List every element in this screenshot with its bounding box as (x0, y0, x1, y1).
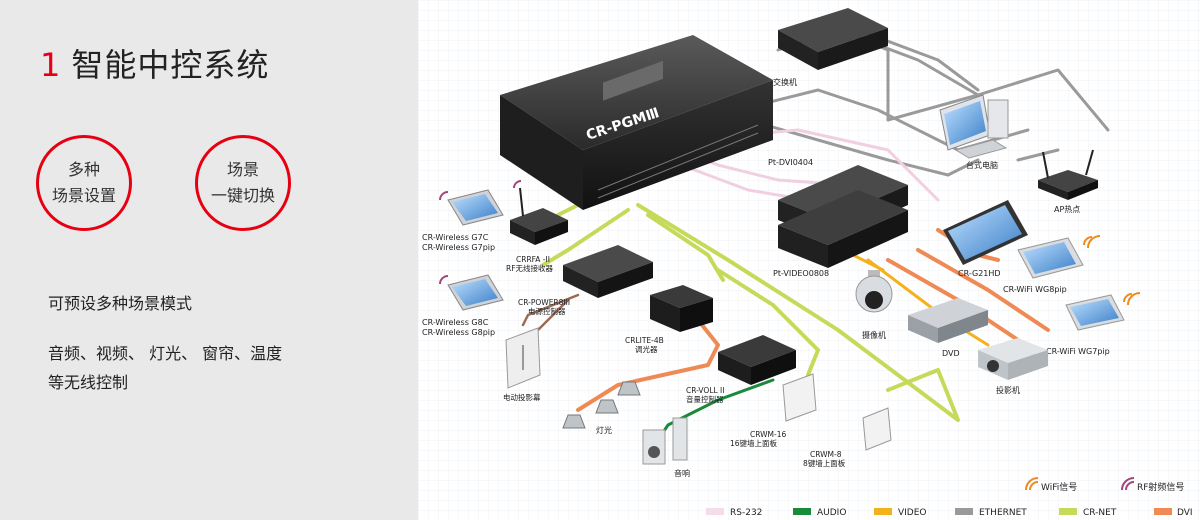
legend-label-crnet: CR-NET (1083, 508, 1117, 518)
speakers: 音响 (642, 417, 690, 478)
dvd-label: DVD (942, 349, 960, 358)
legend-label-video: VIDEO (898, 508, 927, 518)
dvi-matrix-label: Pt-DVI0404 (768, 158, 813, 167)
feature-line: 场景 (226, 160, 259, 179)
dimmer: CRLITE-4B 调光器 (625, 285, 713, 354)
wireless-g7c-label-2: CR-Wireless G7pip (422, 243, 495, 252)
desktop-label: 台式电脑 (966, 160, 998, 170)
g21hd-label: CR-G21HD (958, 269, 1001, 278)
crwm8-panel: CRWM-8 8键墙上面板 (803, 407, 892, 468)
rf-receiver: CRRFA -II RF无线接收器 (506, 180, 568, 273)
legend-label-audio: AUDIO (817, 508, 846, 518)
screen-label: 电动投影幕 (503, 392, 541, 402)
rf-signal-label: RF射频信号 (1137, 481, 1184, 493)
legend-label-dvi: DVI (1177, 508, 1193, 518)
legend-swatch-rs232 (706, 508, 724, 515)
projection-screen: 电动投影幕 (503, 327, 541, 402)
power-label-2: 电源控制器 (528, 306, 566, 316)
feature-circle-scenes: 多种 场景设置 (36, 135, 132, 231)
wifi-wg8pip-panel: CR-WiFi WG8pip (1003, 235, 1101, 294)
crwm16-panel: CRWM-16 16键墙上面板 (730, 373, 817, 448)
volume-controller: CR-VOLL II 音量控制器 (686, 335, 796, 404)
wireless-g7c-panel: CR-Wireless G7C CR-Wireless G7pip (422, 189, 504, 252)
network-switch: 交换机 (773, 8, 888, 87)
projector-label: 投影机 (996, 385, 1020, 395)
crwm8-label-2: 8键墙上面板 (803, 458, 846, 468)
volume-label-2: 音量控制器 (686, 394, 724, 404)
feature-circle-switch: 场景 一键切换 (195, 135, 291, 231)
legend-swatch-dvi (1154, 508, 1172, 515)
feature-line: 多种 (67, 160, 100, 179)
dvd-player: DVD (908, 298, 988, 358)
crwm16-label-2: 16键墙上面板 (730, 438, 778, 448)
legend-swatch-ethernet (955, 508, 973, 515)
signal-legend: WiFi信号 RF射频信号 (1025, 477, 1184, 493)
wifi-signal-label: WiFi信号 (1041, 481, 1077, 493)
wifi-icon (1025, 477, 1039, 491)
description-line: 可预设多种场景模式 (48, 294, 193, 313)
power-controller: CR-POWER8III 电源控制器 (518, 245, 653, 316)
wifi-wg7pip-panel: CR-WiFi WG7pip (1046, 292, 1141, 356)
wireless-g7c-label-1: CR-Wireless G7C (422, 233, 489, 242)
legend-label-ethernet: ETHERNET (979, 508, 1027, 518)
power-label-1: CR-POWER8III (518, 298, 570, 307)
wireless-g8c-label-2: CR-Wireless G8pip (422, 328, 495, 337)
ap-hotspot: AP热点 (1038, 149, 1098, 214)
wireless-g8c-panel: CR-Wireless G8C CR-Wireless G8pip (422, 274, 504, 337)
video-matrix: Pt-VIDEO0808 (773, 190, 908, 278)
volume-label-1: CR-VOLL II (686, 386, 724, 395)
legend-swatch-audio (793, 508, 811, 515)
description-line: 等无线控制 (48, 373, 129, 392)
projector: 投影机 (978, 338, 1048, 395)
rf-icon (1121, 477, 1135, 491)
description-line: 音频、视频、 灯光、 窗帘、温度 (48, 344, 283, 363)
switch-label: 交换机 (773, 77, 797, 87)
dimmer-label-2: 调光器 (635, 344, 658, 354)
wireless-g8c-label-1: CR-Wireless G8C (422, 318, 489, 327)
ceiling-lights: 灯光 (562, 381, 641, 435)
main-unit: CR-PGMⅢ (500, 35, 773, 210)
ap-label: AP热点 (1054, 204, 1080, 214)
system-diagram: CR-PGMⅢ 交换机 台式电脑 AP热点 Pt-DVI0404 Pt-VIDE (418, 0, 1200, 520)
feature-line: 一键切换 (210, 186, 275, 205)
title-text: 智能中控系统 (71, 46, 270, 84)
video-matrix-label: Pt-VIDEO0808 (773, 269, 829, 278)
speakers-label: 音响 (674, 468, 690, 478)
title-number: 1 (40, 46, 62, 84)
crwm8-label-1: CRWM-8 (810, 450, 842, 459)
legend-swatch-video (874, 508, 892, 515)
feature-line: 场景设置 (51, 186, 116, 205)
legend-swatch-crnet (1059, 508, 1077, 515)
video-cables (851, 253, 990, 347)
camera-label: 摄像机 (862, 330, 886, 340)
crwm16-label-1: CRWM-16 (750, 430, 787, 439)
g21hd-tablet: CR-G21HD (943, 200, 1028, 278)
legend-label-rs232: RS-232 (730, 508, 762, 518)
rf-receiver-label-2: RF无线接收器 (506, 263, 554, 273)
rf-receiver-label-1: CRRFA -II (516, 255, 550, 264)
lights-label: 灯光 (596, 425, 612, 435)
dome-camera: 摄像机 (855, 270, 893, 340)
wifi-wg8pip-label: CR-WiFi WG8pip (1003, 285, 1067, 294)
cable-legend: RS-232 AUDIO VIDEO ETHERNET CR-NET DVI (706, 508, 1193, 518)
wifi-wg7pip-label: CR-WiFi WG7pip (1046, 347, 1110, 356)
dimmer-label-1: CRLITE-4B (625, 336, 664, 345)
desktop-computer: 台式电脑 (939, 94, 1009, 170)
